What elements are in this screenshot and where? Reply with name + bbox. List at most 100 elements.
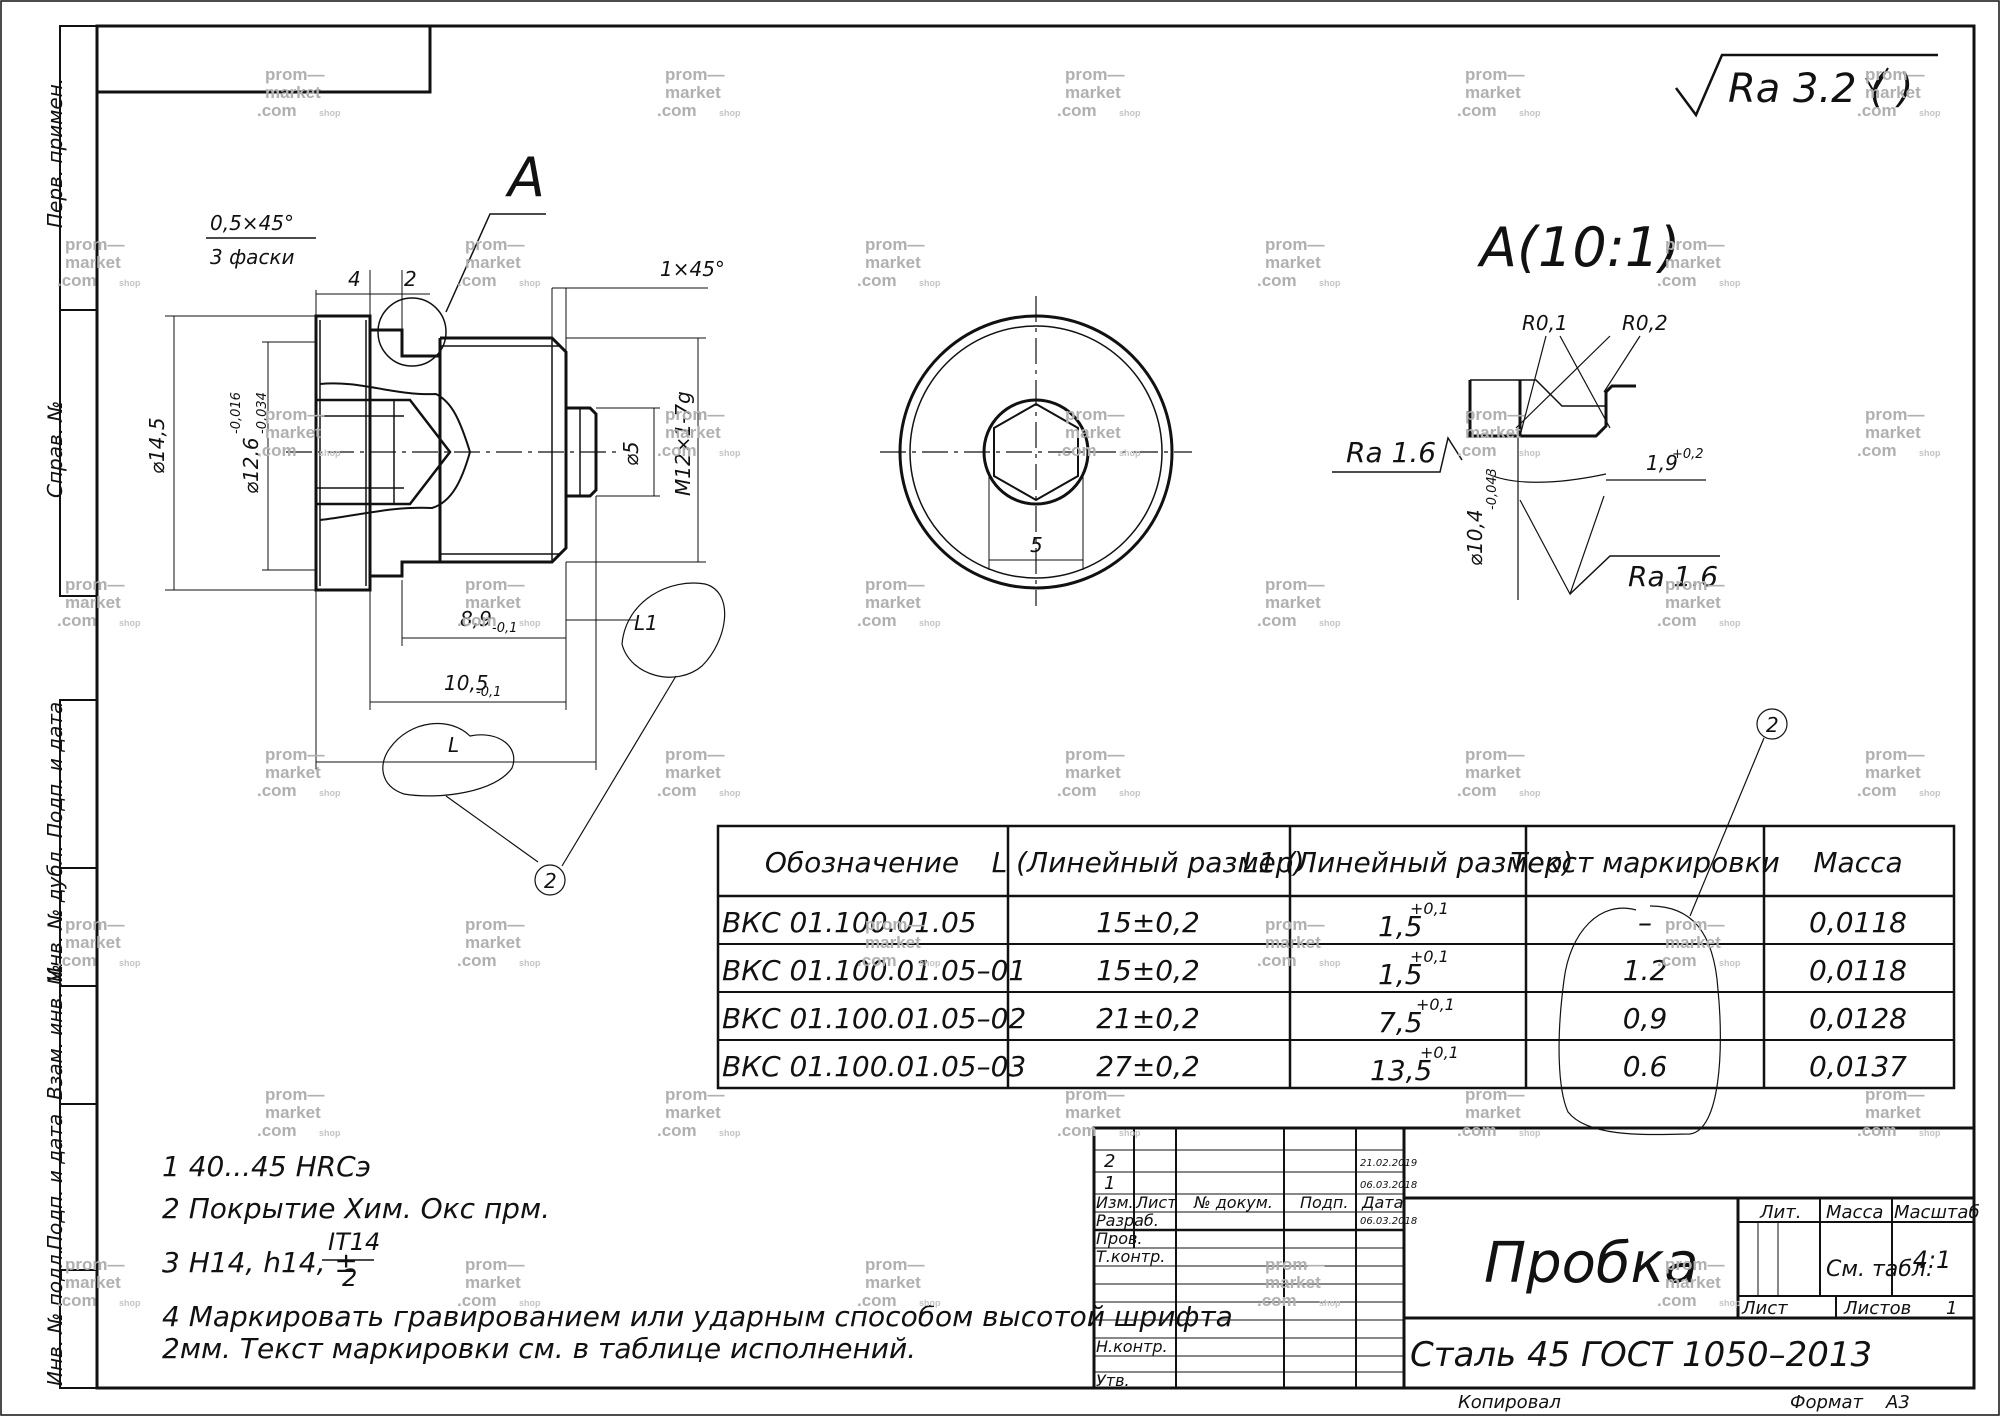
svg-text:market: market — [1465, 1103, 1521, 1122]
svg-text:prom—: prom— — [1265, 915, 1325, 934]
svg-text:shop: shop — [319, 1128, 341, 1138]
svg-text:.com: .com — [257, 441, 297, 460]
svg-text:prom—: prom— — [1665, 915, 1725, 934]
svg-text:prom—: prom— — [1065, 65, 1125, 84]
svg-text:1.2: 1.2 — [1623, 954, 1668, 987]
svg-text:prom—: prom— — [1265, 575, 1325, 594]
detail-view: A(10:1) R0,1 R0,2 Ra 1.6 1,9 +0,2 ⌀10,4 … — [1332, 216, 1720, 600]
svg-text:M12×1-7g: M12×1-7g — [671, 391, 695, 496]
svg-text:shop: shop — [1919, 108, 1941, 118]
svg-text:market: market — [265, 763, 321, 782]
svg-text:prom—: prom— — [1065, 745, 1125, 764]
svg-text:market: market — [1865, 763, 1921, 782]
svg-text:2: 2 — [1104, 1151, 1115, 1172]
svg-text:prom—: prom— — [1665, 1255, 1725, 1274]
svg-text:prom—: prom— — [265, 65, 325, 84]
end-view: 5 — [880, 296, 1192, 606]
svg-text:shop: shop — [319, 788, 341, 798]
svg-text:21±0,2: 21±0,2 — [1096, 1002, 1200, 1035]
svg-text:shop: shop — [119, 618, 141, 628]
svg-text:market: market — [1065, 763, 1121, 782]
svg-text:market: market — [1465, 763, 1521, 782]
svg-text:.com: .com — [57, 951, 97, 970]
header-marking: Текст маркировки — [1510, 846, 1780, 879]
svg-text:Листов: Листов — [1843, 1298, 1911, 1319]
svg-text:Лит.: Лит. — [1759, 1202, 1801, 1223]
svg-text:market: market — [865, 1273, 921, 1292]
svg-text:15±0,2: 15±0,2 — [1096, 906, 1200, 939]
svg-text:prom—: prom— — [1865, 1085, 1925, 1104]
svg-text:.com: .com — [1857, 781, 1897, 800]
svg-text:market: market — [65, 593, 121, 612]
mass-value: См. табл. — [1826, 1257, 1933, 1282]
svg-text:prom—: prom— — [265, 405, 325, 424]
svg-text:market: market — [665, 763, 721, 782]
table-row: ВКС 01.100.01.05–02 — [722, 1002, 1026, 1035]
svg-text:shop: shop — [919, 278, 941, 288]
svg-text:27±0,2: 27±0,2 — [1096, 1050, 1200, 1083]
svg-text:prom—: prom— — [1265, 1255, 1325, 1274]
svg-text:market: market — [1265, 1273, 1321, 1292]
svg-text:2: 2 — [404, 267, 417, 291]
svg-text:prom—: prom— — [1865, 65, 1925, 84]
svg-text:.com: .com — [857, 271, 897, 290]
svg-text:shop: shop — [119, 278, 141, 288]
variants-table: Обозначение L (Линейный размер) L1 (Лине… — [716, 824, 1956, 1090]
svg-text:market: market — [1465, 83, 1521, 102]
svg-text:.com: .com — [57, 611, 97, 630]
svg-text:R0,1: R0,1 — [1522, 311, 1568, 335]
svg-text:market: market — [65, 1273, 121, 1292]
svg-text:prom—: prom— — [1665, 575, 1725, 594]
stamp-vzam-inv: Взам. инв. № — [43, 964, 67, 1100]
svg-text:prom—: prom— — [265, 1085, 325, 1104]
svg-text:Дата: Дата — [1361, 1193, 1403, 1212]
svg-text:shop: shop — [519, 1298, 541, 1308]
svg-text:.com: .com — [1057, 781, 1097, 800]
svg-text:shop: shop — [1519, 448, 1541, 458]
svg-text:market: market — [865, 933, 921, 952]
svg-text:market: market — [465, 253, 521, 272]
note-4-cont: 2мм. Текст маркировки см. в таблице испо… — [162, 1332, 916, 1365]
svg-text:.com: .com — [1057, 441, 1097, 460]
svg-text:+0,2: +0,2 — [1672, 447, 1704, 462]
svg-text:.com: .com — [1657, 271, 1697, 290]
svg-text:.com: .com — [457, 271, 497, 290]
svg-text:shop: shop — [319, 108, 341, 118]
stamp-perv-primen: Перв. примен. — [43, 78, 67, 228]
svg-text:Разраб.: Разраб. — [1096, 1211, 1159, 1230]
svg-text:shop: shop — [1919, 1128, 1941, 1138]
svg-text:+0,1: +0,1 — [1416, 995, 1455, 1014]
svg-text:.com: .com — [1657, 951, 1697, 970]
svg-text:.com: .com — [1457, 781, 1497, 800]
svg-text:shop: shop — [1919, 448, 1941, 458]
svg-text:shop: shop — [519, 958, 541, 968]
svg-text:market: market — [1065, 1103, 1121, 1122]
svg-text:№ докум.: № докум. — [1193, 1193, 1273, 1212]
svg-text:market: market — [665, 423, 721, 442]
svg-text:0.6: 0.6 — [1623, 1050, 1668, 1083]
svg-text:.com: .com — [657, 441, 697, 460]
svg-text:prom—: prom— — [1865, 405, 1925, 424]
svg-text:Лист: Лист — [1741, 1298, 1788, 1319]
svg-text:1: 1 — [1946, 1298, 1957, 1319]
top-left-stamp — [97, 26, 432, 94]
technical-notes: 1 40...45 HRCэ 2 Покрытие Хим. Окс прм. … — [162, 1150, 1233, 1365]
svg-text:prom—: prom— — [665, 405, 725, 424]
svg-text:⌀5: ⌀5 — [619, 441, 643, 466]
svg-text:shop: shop — [719, 448, 741, 458]
material: Сталь 45 ГОСТ 1050–2013 — [1410, 1335, 1872, 1375]
svg-text:prom—: prom— — [65, 235, 125, 254]
svg-text:market: market — [1265, 593, 1321, 612]
